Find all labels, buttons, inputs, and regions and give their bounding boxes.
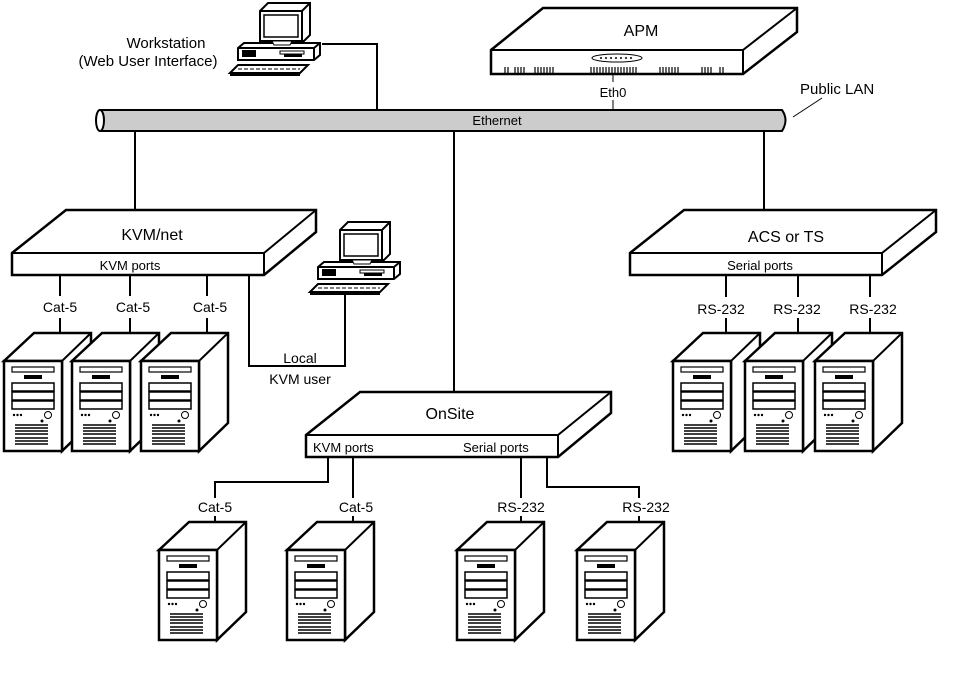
- server-icon: [457, 522, 544, 640]
- acs-conn-label-3: RS-232: [849, 301, 897, 317]
- onsite-device: OnSite KVM ports Serial ports: [306, 392, 611, 457]
- acs-conn-label-1: RS-232: [697, 301, 745, 317]
- server-icon: [815, 333, 902, 451]
- workstation-label: Workstation: [127, 35, 206, 52]
- kvmnet-device: KVM/net KVM ports: [12, 210, 316, 275]
- kvmnet-title: KVM/net: [121, 227, 183, 244]
- public-lan-leader: [793, 98, 822, 117]
- onsite-kvm-ports-label: KVM ports: [313, 440, 374, 455]
- workstation-sublabel: (Web User Interface): [79, 53, 218, 70]
- apm-title: APM: [624, 23, 659, 40]
- onsite-conn-label-4: RS-232: [622, 499, 670, 515]
- acs-conn-label-2: RS-232: [773, 301, 821, 317]
- onsite-title: OnSite: [426, 406, 475, 423]
- apm-eth0-label: Eth0: [600, 85, 627, 100]
- acs-ports-label: Serial ports: [727, 258, 793, 273]
- server-icon: [577, 522, 664, 640]
- kvmnet-conn-label-2: Cat-5: [116, 299, 150, 315]
- onsite-conn-label-3: RS-232: [497, 499, 545, 515]
- onsite-conn-label-1: Cat-5: [198, 499, 232, 515]
- server-icon: [159, 522, 246, 640]
- public-lan-label: Public LAN: [800, 81, 874, 98]
- acs-device: ACS or TS Serial ports: [630, 210, 936, 275]
- workstation-link: [322, 44, 377, 110]
- ethernet-label: Ethernet: [472, 113, 522, 128]
- ethernet-bus: Ethernet: [96, 110, 786, 131]
- kvmnet-ports-label: KVM ports: [100, 258, 161, 273]
- workstation-icon: [230, 3, 320, 75]
- local-kvm-sublabel: KVM user: [269, 371, 331, 387]
- kvmnet-conn-label-3: Cat-5: [193, 299, 227, 315]
- kvmnet-conn-label-1: Cat-5: [43, 299, 77, 315]
- server-icon: [287, 522, 374, 640]
- acs-title: ACS or TS: [748, 229, 824, 246]
- server-icon: [141, 333, 228, 451]
- local-kvm-user-pc-icon: [310, 222, 400, 294]
- local-kvm-label: Local: [283, 350, 316, 366]
- onsite-conn-label-2: Cat-5: [339, 499, 373, 515]
- apm-device: APM: [491, 8, 797, 74]
- onsite-serial-ports-label: Serial ports: [463, 440, 529, 455]
